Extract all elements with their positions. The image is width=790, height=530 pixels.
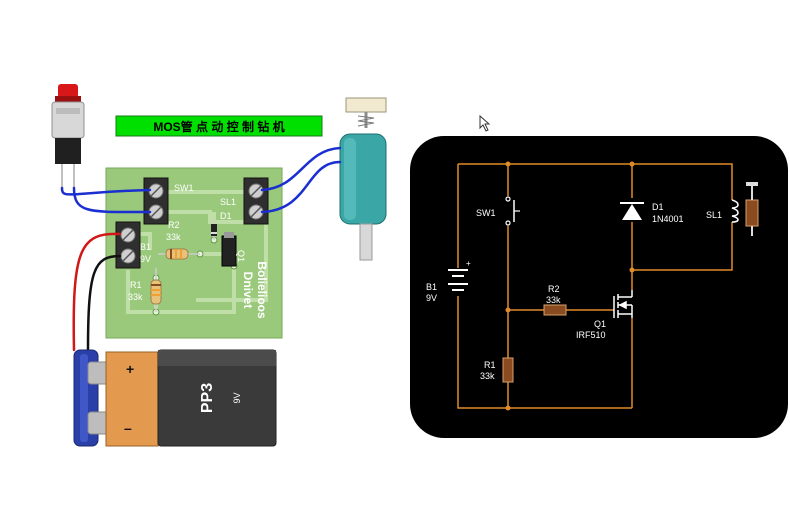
terminal-block-sl1[interactable]	[243, 177, 269, 225]
schematic-label-r1: R1	[484, 360, 496, 370]
schematic-label-q1-part: IRF510	[576, 330, 606, 340]
battery-voltage-label: 9V	[232, 392, 242, 403]
schematic-label-q1: Q1	[594, 319, 606, 329]
battery-orange-band	[105, 351, 159, 447]
pcb-transistor-q1[interactable]	[221, 232, 237, 267]
pcb-label-b1: B1	[140, 242, 151, 252]
terminal-block-sw1[interactable]	[143, 177, 169, 225]
pcb-label-r2: R2	[168, 220, 180, 230]
schematic-diode-d1[interactable]	[620, 202, 644, 220]
schematic-junctions	[505, 161, 635, 411]
schematic-resistor-r2[interactable]	[543, 304, 567, 316]
schematic-label-d1-part: 1N4001	[652, 214, 684, 224]
mouse-cursor-icon	[479, 114, 491, 132]
pcb-label-b1-value: 9V	[140, 254, 151, 264]
pcb-label-r1-value: 33k	[128, 292, 143, 302]
pcb-resistor-r1[interactable]	[150, 268, 162, 312]
battery-negative-label: –	[124, 420, 132, 436]
title-banner-text: MOS管 点 动 控 制 钻 机	[153, 119, 284, 134]
schematic-label-r2: R2	[548, 284, 560, 294]
pcb-label-sw1: SW1	[174, 183, 194, 193]
push-button-base	[55, 138, 81, 164]
schematic-panel: +	[410, 136, 788, 438]
schematic-solenoid-sl1[interactable]	[731, 182, 759, 236]
schematic-mosfet-q1[interactable]	[613, 290, 633, 318]
push-button-cap[interactable]	[58, 84, 78, 98]
schematic-label-r2-value: 33k	[546, 295, 561, 305]
schematic-battery-b1[interactable]: +	[448, 259, 471, 291]
schematic-wires	[457, 163, 733, 409]
push-button-body	[51, 101, 85, 139]
battery-positive-label: +	[126, 361, 134, 377]
pcb-label-r2-value: 33k	[166, 232, 181, 242]
title-banner: MOS管 点 动 控 制 钻 机	[115, 115, 323, 137]
pcb-diode-d1[interactable]	[211, 220, 217, 240]
solenoid-component[interactable]	[339, 97, 387, 261]
schematic-switch-sw1[interactable]	[505, 196, 520, 226]
pcb-label-d1: D1	[220, 211, 232, 221]
schematic-label-d1: D1	[652, 202, 664, 212]
pcb-label-q1: Q1	[236, 250, 246, 262]
wires	[60, 146, 342, 352]
solenoid-plunger	[359, 223, 373, 261]
terminal-block-b1[interactable]	[115, 221, 141, 269]
push-button-switch[interactable]	[51, 84, 85, 188]
schematic-resistor-r1[interactable]	[502, 357, 514, 383]
pcb-label-sl1: SL1	[220, 197, 236, 207]
battery-pp3[interactable]: + – PP3 9V	[73, 349, 277, 447]
battery-model-label: PP3	[199, 383, 216, 413]
pcb-resistor-r2[interactable]	[158, 248, 200, 260]
pcb-brand-line1: Bolielioos	[255, 261, 269, 319]
schematic-label-sw1: SW1	[476, 208, 496, 218]
schematic-label-b1: B1	[426, 282, 437, 292]
schematic-label-r1-value: 33k	[480, 371, 495, 381]
pcb-label-r1: R1	[130, 280, 142, 290]
schematic-battery-plus: +	[466, 259, 471, 268]
schematic-label-b1-value: 9V	[426, 293, 437, 303]
pcb-brand-line2: Dnivet	[241, 272, 255, 309]
schematic-label-sl1: SL1	[706, 210, 722, 220]
